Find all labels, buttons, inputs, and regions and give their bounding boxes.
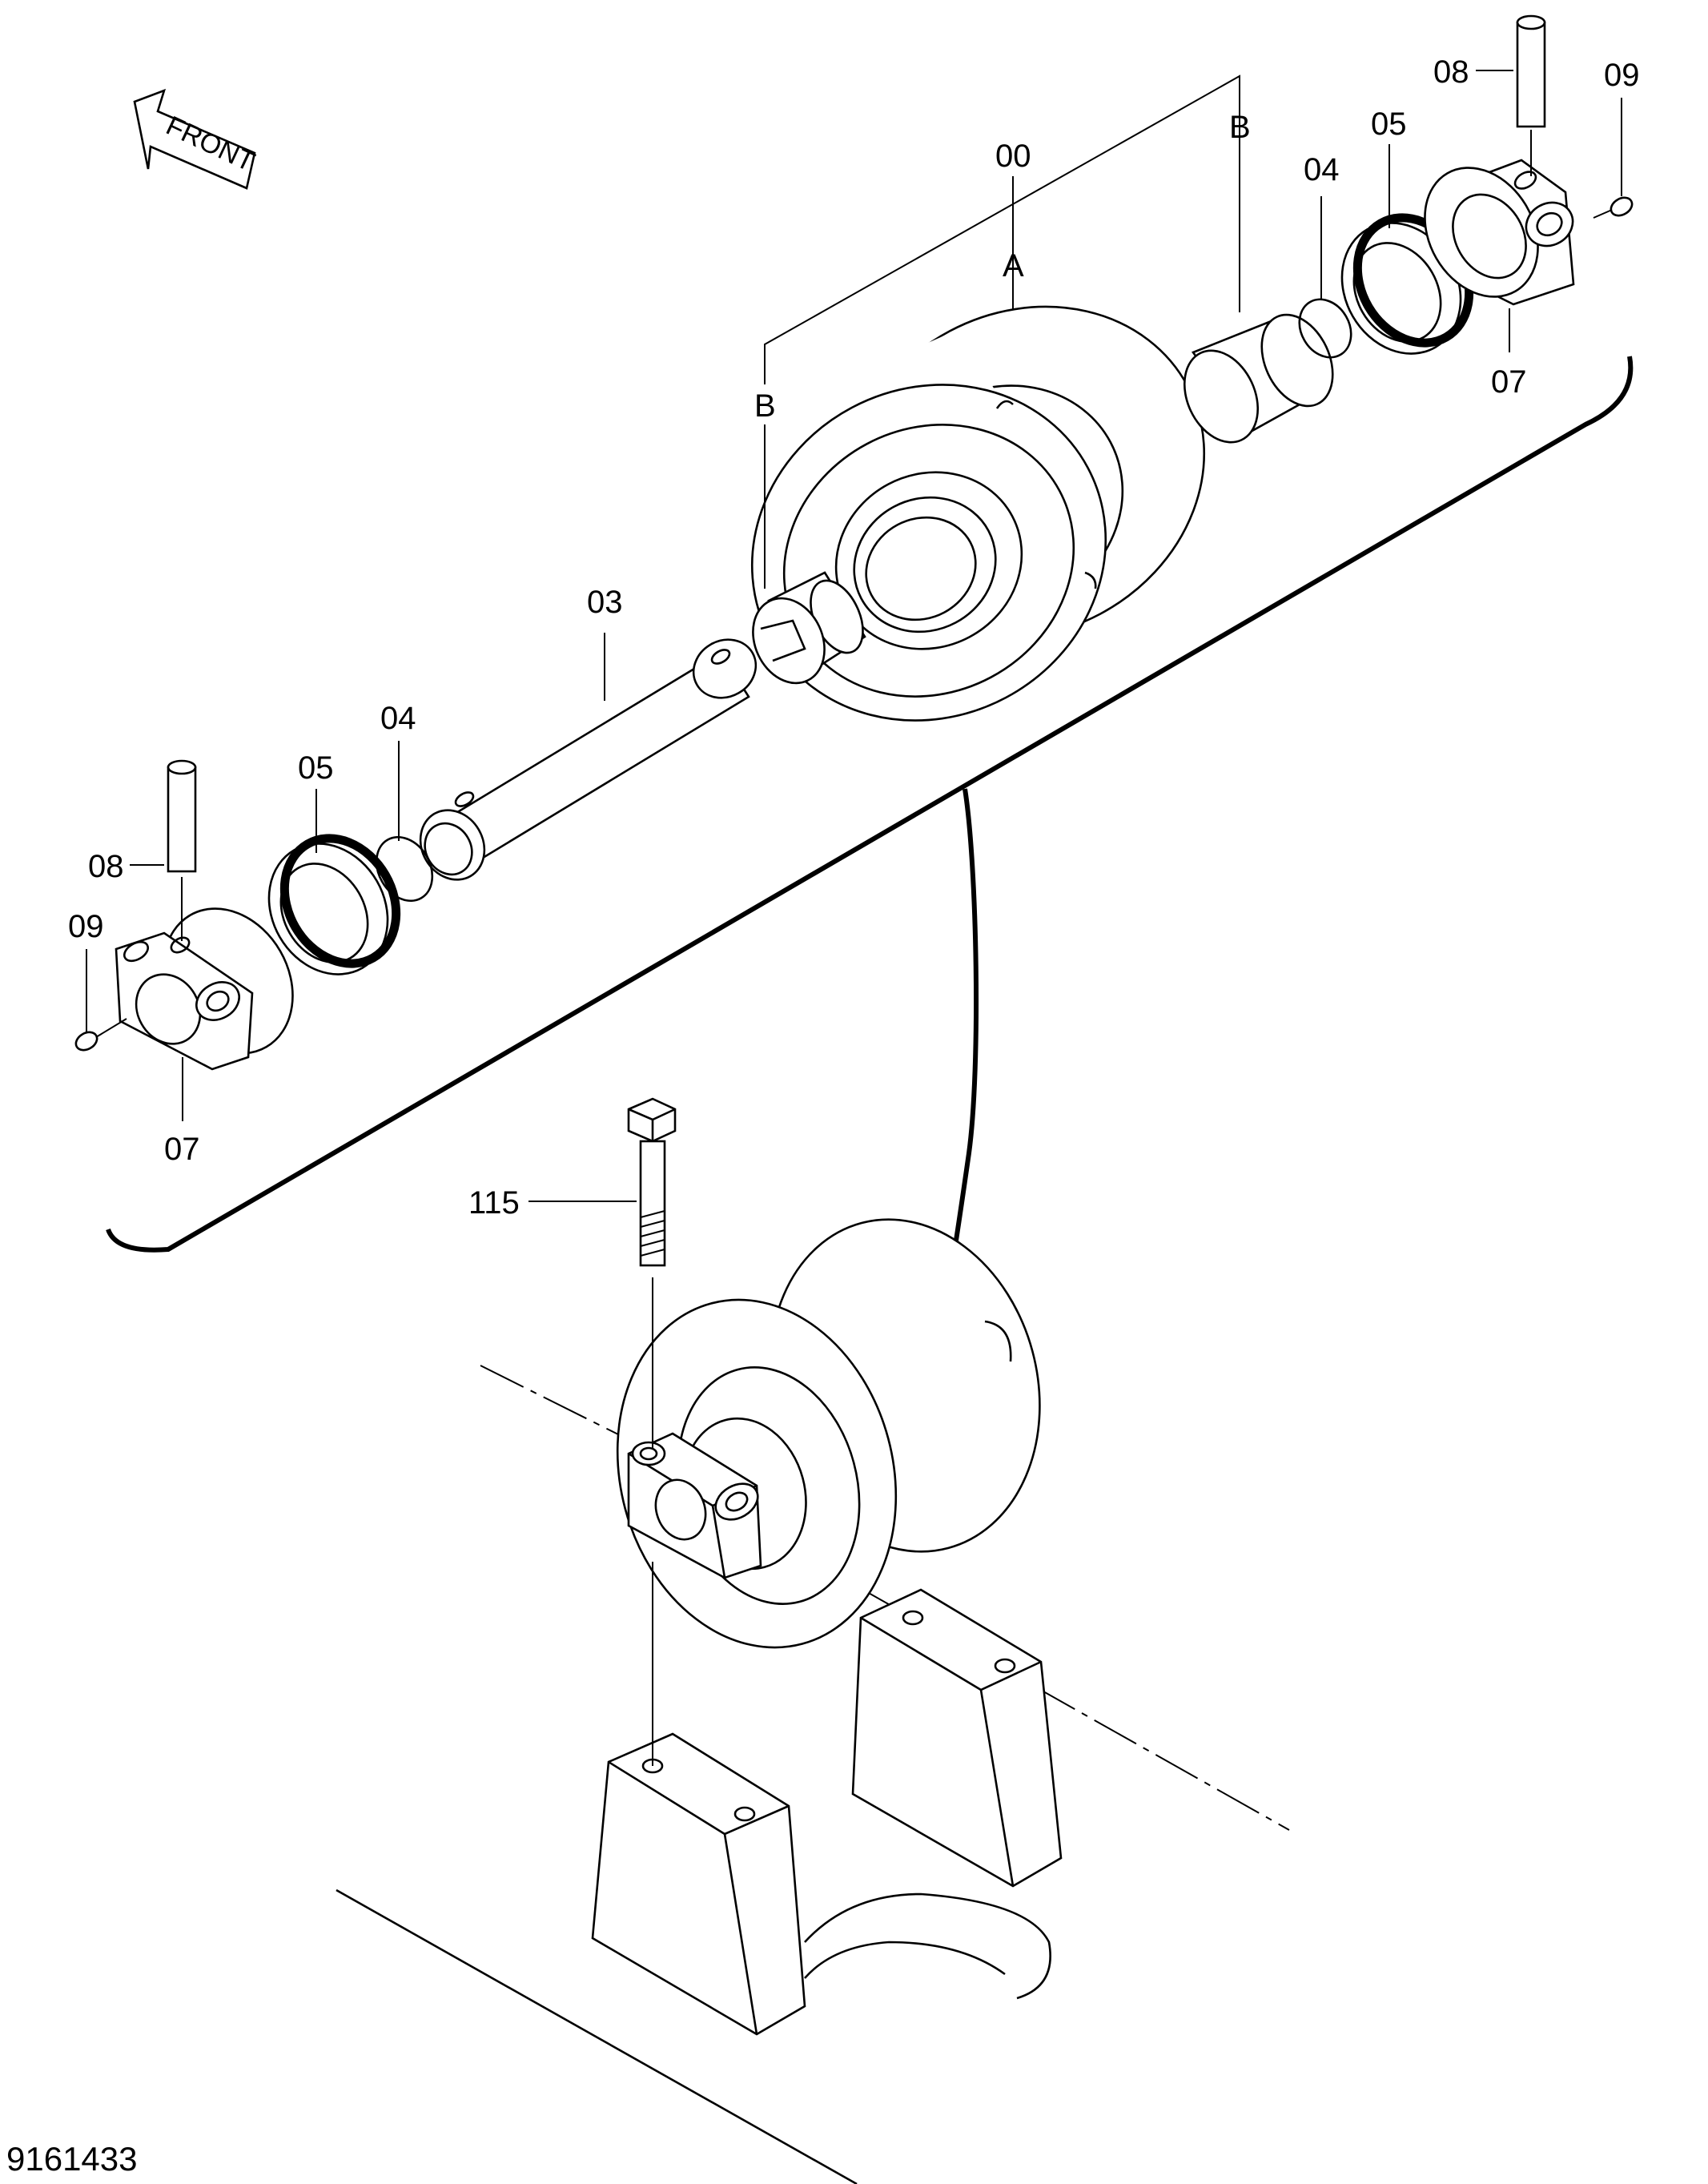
- installed-collar: [627, 1432, 762, 1579]
- installed-track-roller: [616, 1218, 1041, 1649]
- label-pin-left-08: 08: [88, 849, 124, 884]
- label-pin-right-08: 08: [1433, 54, 1469, 90]
- frame-cutout: [804, 1892, 1051, 2000]
- front-arrow: FRONT: [133, 88, 259, 190]
- plug-left: [74, 1018, 127, 1052]
- label-collar-left-07: 07: [164, 1132, 200, 1167]
- exploded-leader-line: [950, 788, 979, 1262]
- label-shaft-03: 03: [587, 585, 623, 620]
- mounting-block-rear: [851, 1588, 1063, 1888]
- drawing-number: 9161433: [6, 2140, 138, 2178]
- plug-right: [1593, 196, 1634, 219]
- frame-cutout-inner: [804, 1941, 1006, 1979]
- label-seal-right-05: 05: [1371, 107, 1407, 142]
- label-seal-left-05: 05: [298, 750, 334, 786]
- exploded-view-boundary: [106, 356, 1634, 1253]
- label-bolt-115: 115: [468, 1185, 520, 1221]
- bushing-left: [752, 571, 866, 685]
- label-plug-right-09: 09: [1604, 58, 1640, 93]
- pin-left: [167, 759, 197, 941]
- bushing-right: [1183, 313, 1334, 444]
- label-assembly-00: 00: [995, 139, 1031, 174]
- floating-seal-left: [267, 834, 401, 975]
- label-callout-b-right: B: [1229, 110, 1251, 145]
- part-labels: 00 A B B 03 04 04 05 05 07 07 08 08 09 0…: [68, 54, 1640, 1221]
- label-o-ring-left-04: 04: [380, 701, 416, 736]
- collar-left: [115, 907, 294, 1071]
- label-o-ring-right-04: 04: [1304, 152, 1340, 187]
- roller-shaft: [419, 638, 758, 881]
- mounting-bolt: [627, 1097, 677, 1766]
- label-callout-a: A: [1003, 248, 1024, 284]
- label-collar-right-07: 07: [1491, 364, 1527, 400]
- label-plug-left-09: 09: [68, 909, 104, 944]
- collar-right: [1424, 159, 1575, 306]
- track-roller-body: [750, 305, 1206, 722]
- leader-lines: [86, 70, 1622, 1202]
- mounting-block-front: [591, 1732, 806, 2036]
- label-callout-b-left: B: [754, 388, 776, 424]
- floating-seal-right: [1340, 213, 1474, 355]
- o-ring-left: [375, 835, 434, 903]
- pin-right: [1516, 14, 1546, 176]
- o-ring-right: [1298, 298, 1352, 359]
